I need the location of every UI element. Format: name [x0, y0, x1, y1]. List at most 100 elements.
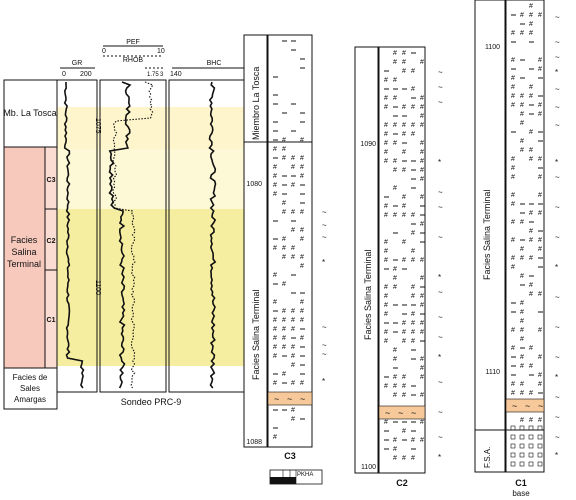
svg-text:#: # [538, 327, 542, 334]
column-c1-lithology: ~~~#####################################… [505, 0, 545, 473]
svg-text:#: # [402, 59, 406, 66]
svg-text:#: # [511, 201, 515, 208]
svg-text:#: # [411, 284, 415, 291]
svg-text:#: # [538, 192, 542, 199]
svg-text:#: # [520, 390, 524, 397]
svg-text:#: # [520, 219, 524, 226]
svg-text:#: # [520, 300, 524, 307]
svg-text:#: # [411, 248, 415, 255]
column-c2-depth-1090: 1090 [360, 141, 376, 148]
svg-text:#: # [384, 95, 388, 102]
cycle-c2-label: C2 [47, 238, 56, 245]
c3-band [57, 149, 259, 209]
svg-text:#: # [300, 299, 304, 306]
svg-text:#: # [420, 122, 424, 129]
svg-text:~: ~ [555, 293, 560, 302]
svg-text:#: # [520, 381, 524, 388]
svg-text:#: # [282, 209, 286, 216]
svg-text:#: # [411, 86, 415, 93]
svg-text:~: ~ [438, 83, 443, 92]
svg-text:#: # [300, 308, 304, 315]
svg-text:*: * [555, 373, 558, 382]
column-c3-unit-main: Facies Salina Terminal [251, 290, 261, 380]
svg-text:~: ~ [287, 394, 292, 404]
svg-text:#: # [273, 344, 277, 351]
column-c3-lithology: ~~~#####################################… [267, 34, 313, 448]
svg-text:~: ~ [555, 393, 560, 402]
svg-text:*: * [555, 451, 558, 460]
svg-text:#: # [393, 356, 397, 363]
svg-text:#: # [282, 137, 286, 144]
svg-text:#: # [282, 317, 286, 324]
svg-text:~: ~ [555, 203, 560, 212]
svg-text:#: # [282, 344, 286, 351]
svg-text:~: ~ [322, 221, 327, 230]
svg-text:#: # [520, 102, 524, 109]
svg-text:#: # [520, 318, 524, 325]
svg-text:#: # [393, 266, 397, 273]
svg-text:~: ~ [555, 233, 560, 242]
svg-text:~: ~ [322, 233, 327, 242]
svg-text:#: # [300, 173, 304, 180]
svg-text:#: # [273, 245, 277, 252]
svg-text:#: # [300, 335, 304, 342]
svg-text:~: ~ [438, 378, 443, 387]
svg-text:#: # [538, 111, 542, 118]
svg-text:#: # [393, 50, 397, 57]
density-track [99, 79, 167, 393]
svg-text:#: # [282, 326, 286, 333]
grain-size-scale: PKHA [269, 469, 323, 485]
svg-text:#: # [520, 273, 524, 280]
svg-text:*: * [438, 353, 441, 362]
svg-text:#: # [273, 434, 277, 441]
svg-text:#: # [384, 419, 388, 426]
svg-text:#: # [520, 336, 524, 343]
sales-amargas-label-2: Sales [20, 384, 40, 393]
gr-scale-max: 200 [80, 71, 92, 78]
svg-text:#: # [384, 284, 388, 291]
svg-text:#: # [511, 174, 515, 181]
svg-text:#: # [420, 419, 424, 426]
svg-text:#: # [291, 353, 295, 360]
svg-text:*: * [555, 263, 558, 272]
svg-text:#: # [393, 446, 397, 453]
svg-text:#: # [384, 212, 388, 219]
svg-text:#: # [300, 236, 304, 243]
svg-text:~: ~ [438, 98, 443, 107]
stratigraphic-columns: tope Miembro La Tosca Facies Salina Term… [243, 0, 560, 498]
svg-text:#: # [420, 293, 424, 300]
svg-text:~: ~ [274, 394, 279, 404]
svg-text:#: # [529, 291, 533, 298]
svg-text:#: # [402, 122, 406, 129]
svg-text:#: # [538, 174, 542, 181]
svg-text:#: # [529, 21, 533, 28]
svg-text:#: # [273, 335, 277, 342]
svg-text:#: # [420, 437, 424, 444]
svg-text:~: ~ [555, 121, 560, 130]
svg-text:#: # [384, 248, 388, 255]
svg-text:#: # [282, 245, 286, 252]
svg-text:#: # [511, 327, 515, 334]
svg-text:#: # [420, 221, 424, 228]
svg-text:~: ~ [322, 350, 327, 359]
svg-text:#: # [529, 156, 533, 163]
svg-text:#: # [411, 455, 415, 462]
svg-text:#: # [291, 317, 295, 324]
svg-text:~: ~ [555, 323, 560, 332]
column-c1: Facies Salina Terminal F.S.A. 1100 1110 … [474, 0, 530, 498]
svg-text:#: # [538, 354, 542, 361]
pef-scale-min: 0 [102, 48, 106, 55]
svg-text:~: ~ [525, 401, 530, 411]
svg-text:*: * [555, 68, 558, 77]
svg-text:#: # [402, 338, 406, 345]
svg-text:#: # [520, 246, 524, 253]
svg-text:#: # [300, 380, 304, 387]
svg-text:#: # [273, 182, 277, 189]
svg-text:#: # [411, 68, 415, 75]
svg-text:#: # [411, 338, 415, 345]
svg-text:#: # [411, 122, 415, 129]
svg-text:#: # [420, 158, 424, 165]
column-c1-label: C1 [515, 478, 527, 488]
svg-text:#: # [411, 104, 415, 111]
